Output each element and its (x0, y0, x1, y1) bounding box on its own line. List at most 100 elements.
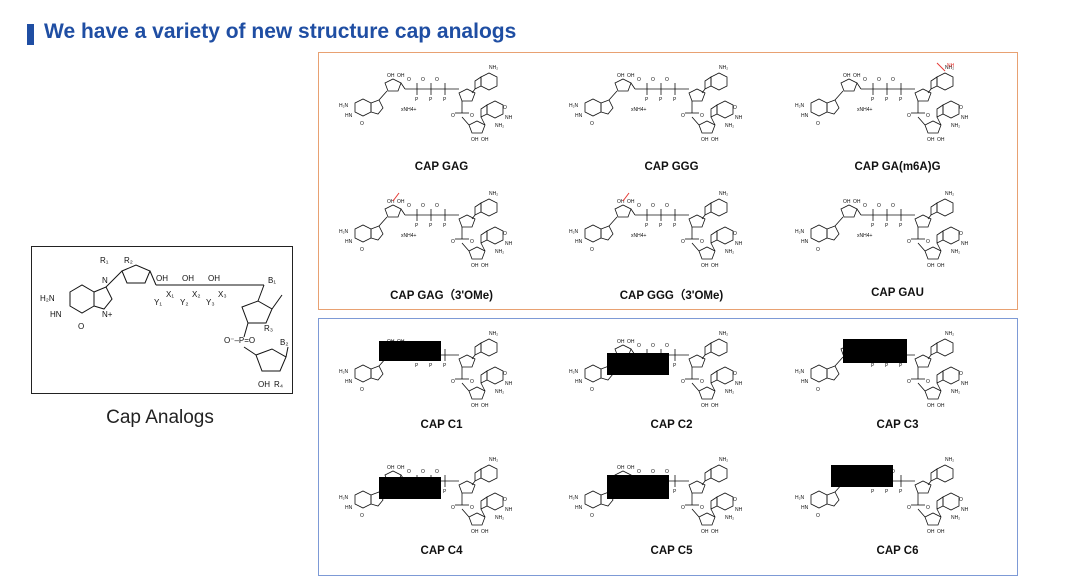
svg-text:P: P (871, 223, 875, 229)
svg-text:NH: NH (505, 507, 513, 513)
new-analog-cell-1: H₂NHNOOHOHOOOPPPNH₂ONHNH₂OOOHOHCAP C1 (329, 323, 554, 447)
svg-text:OH: OH (481, 403, 489, 409)
svg-text:O: O (637, 203, 641, 209)
svg-text:HN: HN (801, 113, 809, 119)
svg-text:OH: OH (481, 137, 489, 143)
svg-text:O: O (733, 497, 737, 503)
svg-text:P: P (673, 489, 677, 495)
svg-text:O: O (470, 239, 474, 245)
general-label-y3: Y₃ (206, 298, 215, 307)
svg-text:O: O (637, 343, 641, 349)
svg-text:OH: OH (927, 529, 935, 535)
svg-text:NH: NH (947, 63, 955, 69)
new-analog-label-3: CAP C3 (876, 419, 919, 431)
svg-text:P: P (429, 223, 433, 229)
svg-text:O: O (590, 121, 594, 127)
svg-text:P: P (871, 97, 875, 103)
redaction-block (607, 353, 669, 375)
svg-text:NH₂: NH₂ (945, 457, 954, 463)
svg-text:O: O (891, 203, 895, 209)
svg-text:OH: OH (471, 263, 479, 269)
svg-text:P: P (645, 223, 649, 229)
svg-text:HN: HN (575, 505, 583, 511)
svg-text:OH: OH (701, 263, 709, 269)
svg-text:P: P (659, 223, 663, 229)
svg-text:O: O (470, 113, 474, 119)
svg-text:O: O (816, 247, 820, 253)
svg-text:OH: OH (937, 263, 945, 269)
svg-text:OH: OH (387, 73, 395, 79)
svg-text:O: O (733, 105, 737, 111)
svg-text:NH₂: NH₂ (719, 65, 728, 71)
svg-text:P: P (443, 363, 447, 369)
svg-text:P: P (673, 97, 677, 103)
svg-text:O: O (926, 505, 930, 511)
svg-text:P: P (429, 363, 433, 369)
svg-text:O: O (959, 497, 963, 503)
svg-text:O: O (407, 203, 411, 209)
svg-text:P: P (443, 489, 447, 495)
known-analog-label-4: CAP GAG（3'OMe) (390, 290, 493, 302)
svg-text:OH: OH (481, 263, 489, 269)
svg-text:O: O (360, 387, 364, 393)
svg-text:H₂N: H₂N (569, 495, 579, 501)
svg-text:O: O (665, 203, 669, 209)
svg-text:O: O (665, 77, 669, 83)
svg-text:O: O (816, 121, 820, 127)
svg-text:NH: NH (735, 507, 743, 513)
svg-text:P: P (659, 97, 663, 103)
svg-text:O: O (907, 379, 911, 385)
svg-text:O: O (651, 343, 655, 349)
general-label-r4: R₄ (274, 380, 283, 389)
svg-text:O: O (451, 505, 455, 511)
svg-text:O: O (421, 203, 425, 209)
svg-text:P: P (415, 363, 419, 369)
svg-text:NH: NH (735, 241, 743, 247)
svg-text:OH: OH (711, 529, 719, 535)
svg-text:H₂N: H₂N (795, 369, 805, 375)
svg-text:P: P (645, 97, 649, 103)
svg-text:H₂N: H₂N (339, 103, 349, 109)
svg-text:O: O (816, 513, 820, 519)
svg-text:H₂N: H₂N (339, 229, 349, 235)
svg-text:OH: OH (701, 403, 709, 409)
svg-text:OH: OH (937, 137, 945, 143)
svg-text:O: O (959, 105, 963, 111)
svg-text:O: O (435, 77, 439, 83)
svg-text:OH: OH (627, 465, 635, 471)
svg-text:O: O (681, 379, 685, 385)
svg-text:NH: NH (505, 115, 513, 121)
svg-text:OH: OH (471, 403, 479, 409)
svg-text:NH₂: NH₂ (489, 65, 498, 71)
svg-text:O: O (637, 469, 641, 475)
svg-text:HN: HN (801, 239, 809, 245)
general-label-y2: Y₂ (180, 298, 188, 307)
svg-text:P: P (885, 489, 889, 495)
title-accent-bar (27, 24, 34, 45)
known-analog-label-1: CAP GAG (414, 161, 469, 173)
svg-text:P: P (443, 97, 447, 103)
svg-text:NH₂: NH₂ (495, 123, 504, 129)
svg-text:H₂N: H₂N (569, 103, 579, 109)
svg-text:P: P (673, 363, 677, 369)
svg-text:xNH4+: xNH4+ (631, 233, 647, 239)
svg-text:NH: NH (961, 381, 969, 387)
svg-text:O: O (435, 469, 439, 475)
svg-text:NH₂: NH₂ (489, 457, 498, 463)
svg-text:P: P (899, 97, 903, 103)
svg-text:xNH4+: xNH4+ (401, 233, 417, 239)
general-label-r2: R₂ (124, 256, 133, 265)
svg-text:O: O (470, 505, 474, 511)
general-label-hn: HN (50, 310, 62, 319)
new-analog-cell-4: H₂NHNOOHOHOOOPPPNH₂ONHNH₂OOOHOHCAP C4 (329, 449, 554, 573)
svg-text:OH: OH (701, 137, 709, 143)
svg-text:HN: HN (575, 113, 583, 119)
svg-text:O: O (681, 239, 685, 245)
general-label-nplus: N+ (102, 310, 113, 319)
general-label-o: O (78, 322, 84, 331)
svg-text:O: O (907, 239, 911, 245)
svg-text:P: P (673, 223, 677, 229)
svg-text:P: P (415, 97, 419, 103)
